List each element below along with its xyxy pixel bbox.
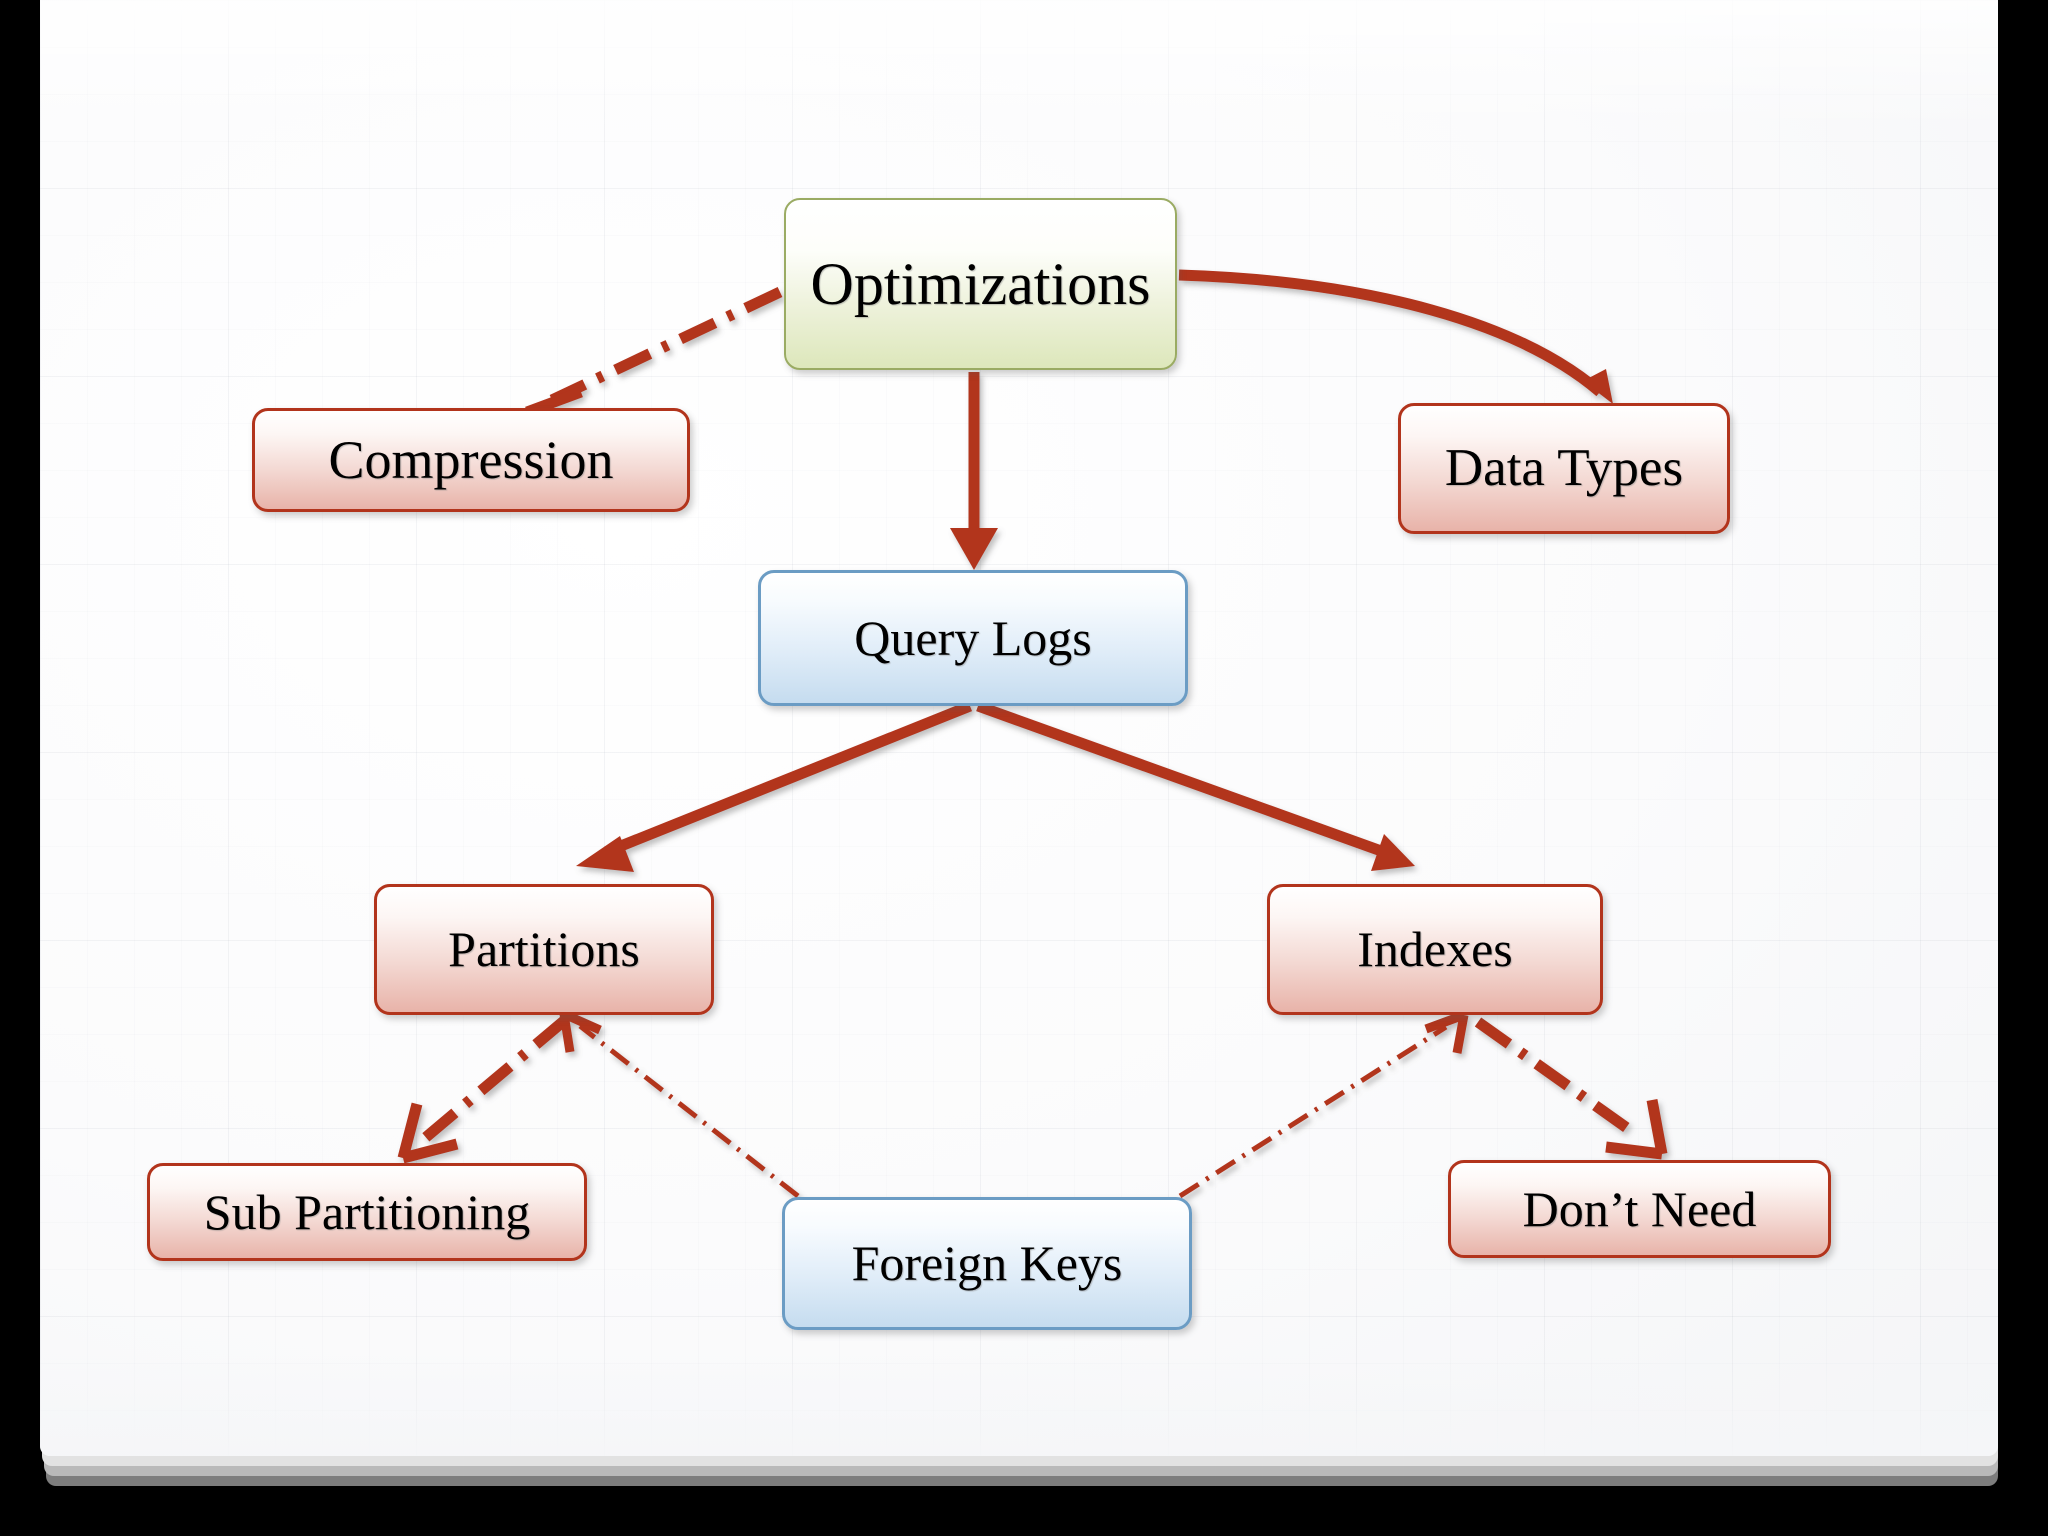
slide-canvas: Optimizations Compression Data Types Que… [40,0,1998,1456]
edge-query-logs-partitions [576,700,973,872]
edge-query-logs-indexes [976,700,1415,871]
node-optimizations-label: Optimizations [810,250,1151,317]
node-indexes[interactable]: Indexes [1267,884,1603,1015]
node-partitions-label: Partitions [448,921,640,978]
node-compression[interactable]: Compression [252,408,690,512]
edge-optimizations-data-types [1178,269,1613,404]
node-sub-partitioning-label: Sub Partitioning [203,1183,531,1240]
edge-optimizations-query-logs [950,372,998,570]
node-partitions[interactable]: Partitions [374,884,714,1015]
edge-partitions-sub-partitioning [397,1015,569,1164]
node-query-logs[interactable]: Query Logs [758,570,1188,706]
node-compression-label: Compression [328,429,614,490]
edge-foreign-keys-indexes [1178,1010,1469,1199]
node-data-types-label: Data Types [1444,438,1684,497]
node-sub-partitioning[interactable]: Sub Partitioning [147,1163,587,1261]
node-foreign-keys-label: Foreign Keys [851,1235,1123,1292]
node-indexes-label: Indexes [1357,921,1513,978]
edge-indexes-dont-need [1474,1017,1668,1160]
node-dont-need[interactable]: Don’t Need [1448,1160,1831,1258]
node-foreign-keys[interactable]: Foreign Keys [782,1197,1192,1330]
node-query-logs-label: Query Logs [854,609,1092,666]
node-data-types[interactable]: Data Types [1398,403,1730,534]
node-dont-need-label: Don’t Need [1522,1180,1757,1237]
edge-foreign-keys-partitions [559,1009,800,1198]
node-optimizations[interactable]: Optimizations [784,198,1177,370]
